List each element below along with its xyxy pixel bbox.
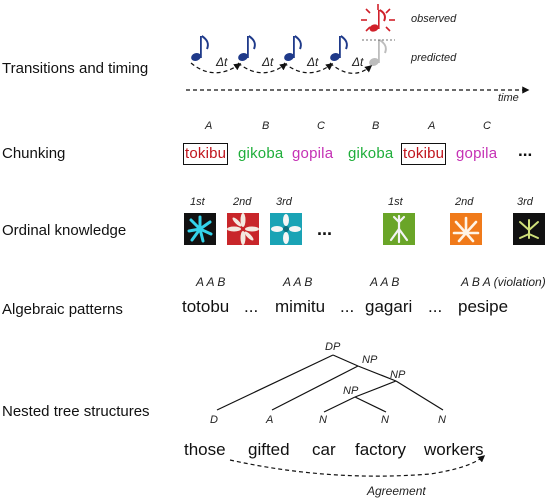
pattern-label: A A B	[370, 275, 400, 289]
pattern-ellipsis: ...	[244, 297, 259, 316]
chunk-label: B	[372, 120, 380, 132]
rank-label: 2nd	[455, 196, 474, 208]
pattern-word: gagari	[365, 297, 413, 316]
music-note-icon	[284, 35, 302, 61]
row-label-chunking: Chunking	[2, 145, 66, 162]
tree-node: NP	[390, 369, 406, 381]
row-label-nested: Nested tree structures	[2, 403, 150, 420]
chunk-syllable: gikoba	[238, 145, 284, 162]
chunk-ellipsis: ...	[518, 141, 533, 160]
predicted-note-icon	[369, 39, 387, 66]
tree-leaf: N	[438, 414, 446, 426]
pattern-label: A A B	[196, 275, 226, 289]
rank-label: 2nd	[233, 196, 252, 208]
tree-edges	[216, 354, 444, 413]
time-label: time	[498, 92, 519, 104]
tree-leaf: N	[381, 414, 389, 426]
ordinal-image-tile	[450, 213, 482, 245]
tree-node: NP	[362, 354, 378, 366]
delta-t-label: Δt	[262, 55, 274, 69]
chunk-label: A	[205, 120, 213, 132]
ordinal-image-tile	[513, 213, 545, 245]
music-note-icon	[238, 35, 256, 61]
tree-word: gifted	[248, 440, 290, 459]
chunk-label: C	[317, 120, 325, 132]
delta-t-label: Δt	[352, 55, 364, 69]
tree-node: DP	[325, 341, 341, 353]
chunk-syllable: tokibu	[183, 143, 229, 165]
ordinal-ellipsis: ...	[317, 219, 333, 239]
observed-label: observed	[411, 13, 457, 25]
agreement-arrow	[229, 455, 486, 477]
rank-label: 1st	[388, 196, 403, 208]
pattern-word: pesipe	[458, 297, 509, 316]
music-note-icon	[191, 35, 209, 61]
tree-word: those	[184, 440, 226, 459]
chunk-syllable: gopila	[292, 145, 334, 162]
pattern-word: totobu	[182, 297, 230, 316]
chunk-syllable: tokibu	[401, 143, 447, 165]
pattern-ellipsis: ...	[428, 297, 443, 316]
tree-word: workers	[424, 440, 484, 459]
tree-word: car	[312, 440, 336, 459]
pattern-ellipsis: ...	[340, 297, 355, 316]
tree-leaf: D	[210, 414, 218, 426]
predicted-label: predicted	[411, 52, 457, 64]
chunk-syllable: gikoba	[348, 145, 394, 162]
ordinal-image-tile	[227, 213, 259, 245]
chunk-label: C	[483, 120, 491, 132]
delta-t-label: Δt	[307, 55, 319, 69]
delta-t-label: Δt	[216, 55, 228, 69]
chunk-syllable: gopila	[456, 145, 498, 162]
rank-label: 3rd	[276, 196, 292, 208]
row-label-algebraic: Algebraic patterns	[2, 301, 123, 318]
pattern-label: A A B	[283, 275, 313, 289]
rank-label: 1st	[190, 196, 205, 208]
transition-arrows	[190, 62, 373, 74]
agreement-label: Agreement	[367, 484, 426, 498]
rank-label: 3rd	[517, 196, 533, 208]
row-label-ordinal: Ordinal knowledge	[2, 222, 127, 239]
tree-leaf: N	[319, 414, 327, 426]
pattern-word: mimitu	[275, 297, 326, 316]
tree-leaf: A	[266, 414, 274, 426]
ordinal-image-tile	[184, 213, 216, 245]
pattern-label: A B A (violation)	[461, 275, 546, 289]
chunk-label: A	[428, 120, 436, 132]
row-label-transitions: Transitions and timing	[2, 60, 149, 77]
observed-note-icon	[361, 4, 395, 32]
tree-node: NP	[343, 385, 359, 397]
chunk-label: B	[262, 120, 270, 132]
ordinal-image-tile	[383, 213, 415, 245]
ordinal-image-tile	[270, 213, 302, 245]
tree-word: factory	[355, 440, 407, 459]
music-note-icon	[330, 35, 348, 61]
